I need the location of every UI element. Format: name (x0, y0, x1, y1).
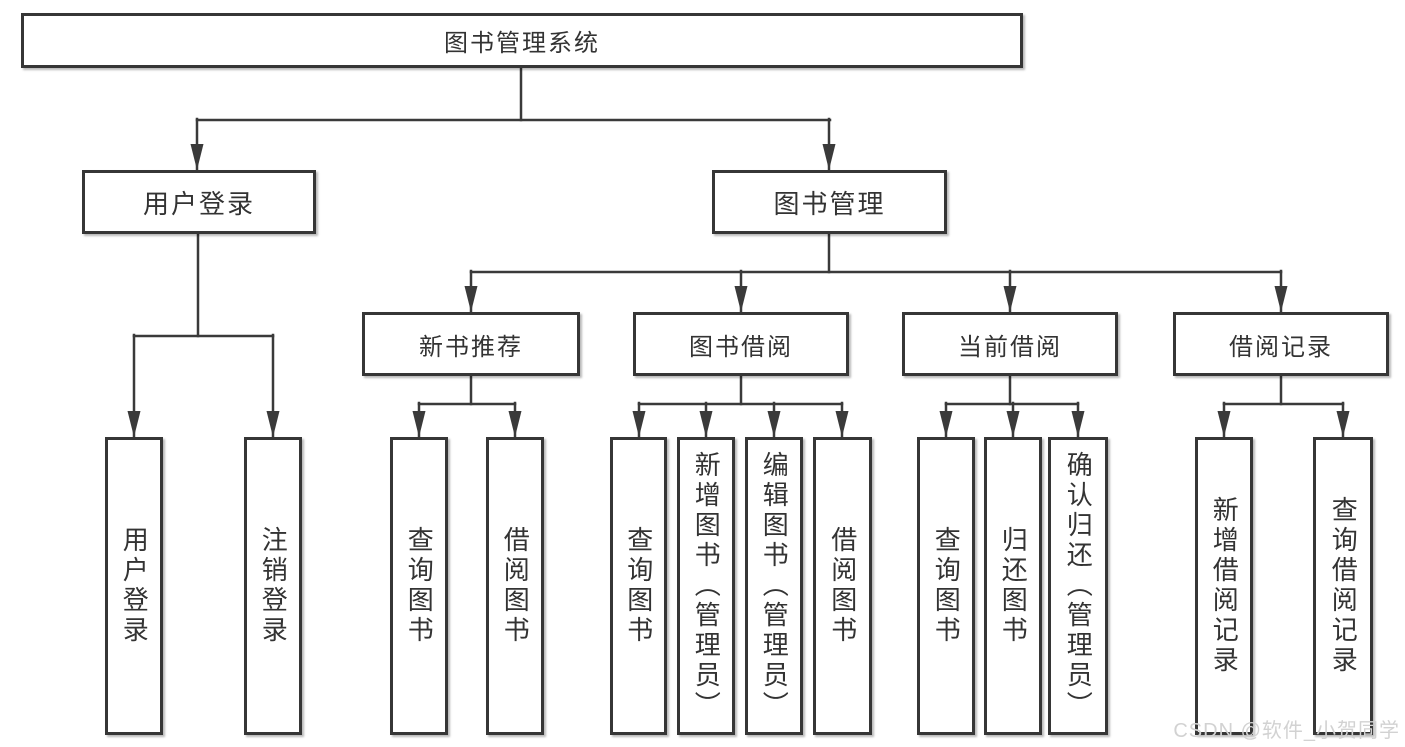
node-book-management-label: 图书管理 (773, 188, 886, 219)
node-borrow-records: 借阅记录 (1173, 312, 1389, 376)
node-book-management: 图书管理 (712, 170, 947, 234)
node-book-borrow: 图书借阅 (633, 312, 849, 376)
node-root-label: 图书管理系统 (444, 30, 600, 57)
node-new-book-recommend: 新书推荐 (362, 312, 580, 376)
node-borrow-records-label: 借阅记录 (1229, 333, 1333, 361)
leaf-borrow-book-label: 借阅图书 (827, 526, 858, 646)
leaf-logout: 注销登录 (244, 437, 302, 735)
leaf-user-login-label: 用户登录 (119, 526, 150, 646)
leaf-query-book-current-label: 查询图书 (931, 526, 962, 646)
csdn-watermark: CSDN @软件_小贺同学 (1173, 720, 1400, 742)
node-current-borrow-label: 当前借阅 (958, 333, 1062, 361)
leaf-borrow-book: 借阅图书 (813, 437, 872, 735)
leaf-confirm-return-admin-label: 确认归还（管理员） (1063, 451, 1094, 721)
leaf-query-book-recommend: 查询图书 (390, 437, 448, 735)
leaf-query-book-borrow: 查询图书 (610, 437, 667, 735)
leaf-return-book-label: 归还图书 (998, 526, 1029, 646)
leaf-add-borrow-record-label: 新增借阅记录 (1209, 496, 1240, 676)
leaf-add-book-admin-label: 新增图书（管理员） (691, 451, 722, 721)
leaf-confirm-return-admin: 确认归还（管理员） (1048, 437, 1108, 735)
leaf-return-book: 归还图书 (984, 437, 1042, 735)
leaf-add-borrow-record: 新增借阅记录 (1195, 437, 1253, 735)
node-user-login: 用户登录 (82, 170, 316, 234)
leaf-borrow-book-recommend: 借阅图书 (486, 437, 544, 735)
leaf-query-borrow-record-label: 查询借阅记录 (1328, 496, 1359, 676)
node-root: 图书管理系统 (21, 13, 1023, 68)
leaf-user-login: 用户登录 (105, 437, 163, 735)
leaf-logout-label: 注销登录 (258, 526, 289, 646)
leaf-add-book-admin: 新增图书（管理员） (677, 437, 735, 735)
node-new-book-recommend-label: 新书推荐 (419, 333, 523, 361)
leaf-query-book-borrow-label: 查询图书 (623, 526, 654, 646)
leaf-edit-book-admin-label: 编辑图书（管理员） (759, 451, 790, 721)
leaf-borrow-book-recommend-label: 借阅图书 (500, 526, 531, 646)
node-current-borrow: 当前借阅 (902, 312, 1118, 376)
leaf-query-borrow-record: 查询借阅记录 (1313, 437, 1373, 735)
leaf-edit-book-admin: 编辑图书（管理员） (745, 437, 803, 735)
leaf-query-book-current: 查询图书 (917, 437, 975, 735)
node-book-borrow-label: 图书借阅 (689, 333, 793, 361)
leaf-query-book-recommend-label: 查询图书 (404, 526, 435, 646)
node-user-login-label: 用户登录 (142, 188, 255, 219)
